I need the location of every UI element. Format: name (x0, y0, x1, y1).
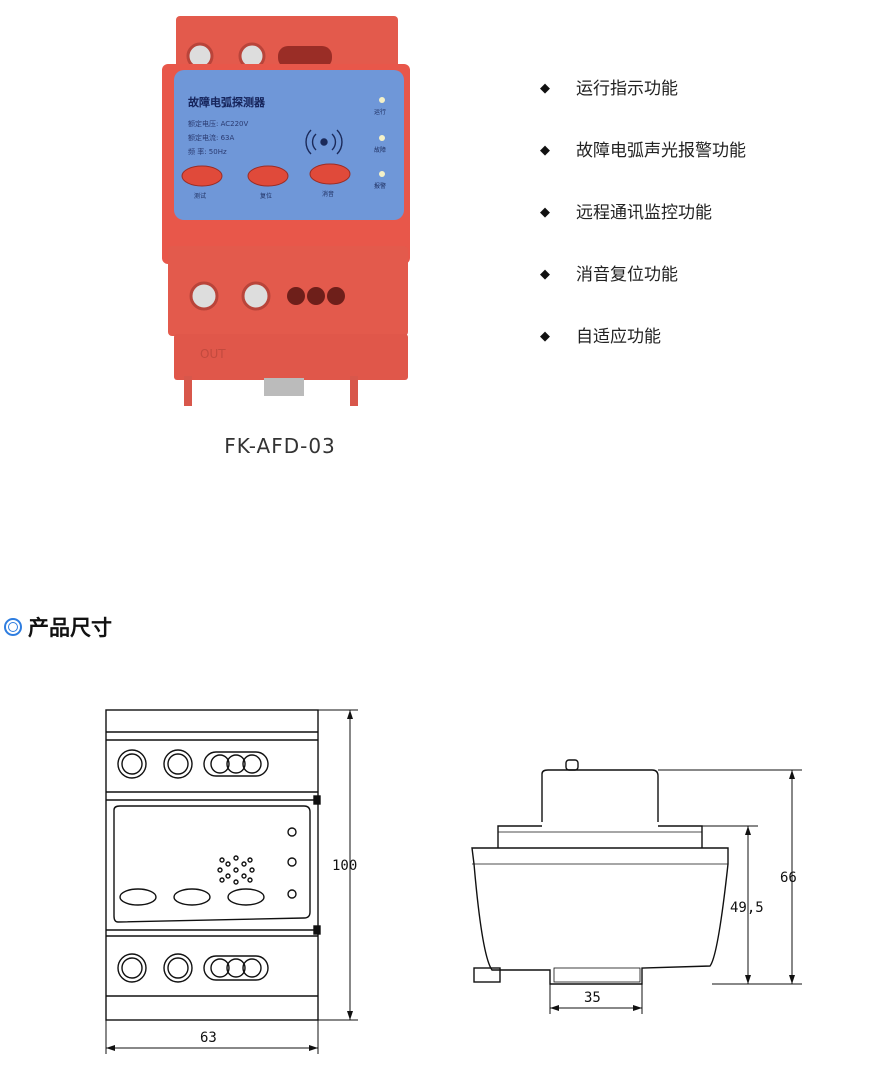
feature-text: 运行指示功能 (576, 79, 678, 99)
speaker-icon (305, 129, 343, 155)
front-panel (174, 70, 404, 220)
out-label: OUT (200, 347, 226, 361)
feature-text: 故障电弧声光报警功能 (576, 141, 746, 161)
panel-spec-voltage: 额定电压: AC220V (188, 119, 248, 128)
panel-title: 故障电弧探测器 (188, 95, 266, 109)
list-item: ◆ 远程通讯监控功能 (540, 200, 746, 262)
front-panel-outline (113, 805, 311, 923)
terminal-screw-icon (189, 281, 219, 311)
list-item: ◆ 故障电弧声光报警功能 (540, 138, 746, 200)
reset-button[interactable] (247, 165, 289, 187)
double-circle-icon (4, 618, 22, 636)
upper-terminal-block (176, 16, 398, 74)
list-item: ◆ 运行指示功能 (540, 76, 746, 138)
alarm-led-icon (379, 171, 385, 177)
wire-port-icon (287, 287, 345, 305)
lower-terminal-block (168, 246, 408, 336)
feature-list: ◆ 运行指示功能 ◆ 故障电弧声光报警功能 ◆ 远程通讯监控功能 ◆ 消音复位功能 ◆ 自… (540, 76, 746, 386)
device-photo: 故障电弧探测器 额定电压: AC220V 额定电流: 63A 频 率: 50Hz… (162, 16, 410, 406)
dimension-total-height-label: 66 (780, 870, 797, 886)
device-base (174, 334, 408, 380)
feature-text: 消音复位功能 (576, 265, 678, 285)
base-clip (184, 376, 192, 406)
speaker-icon (217, 855, 255, 885)
side-top-outline (541, 769, 659, 822)
dimension-rail-width-label: 35 (584, 990, 601, 1006)
front-view-drawing: 100 63 (105, 709, 358, 1054)
diamond-bullet-icon: ◆ (540, 267, 550, 282)
led-label-fault: 故障 (374, 146, 386, 154)
model-label: FK-AFD-03 (224, 434, 336, 458)
diamond-bullet-icon: ◆ (540, 205, 550, 220)
diamond-bullet-icon: ◆ (540, 143, 550, 158)
feature-text: 自适应功能 (576, 327, 661, 347)
panel-spec-frequency: 频 率: 50Hz (188, 147, 227, 156)
reset-button-label: 复位 (260, 192, 272, 200)
side-body-outline (471, 847, 729, 985)
terminal-screw-icon (241, 281, 271, 311)
feature-text: 远程通讯监控功能 (576, 203, 712, 223)
mute-button-label: 消音 (322, 190, 334, 198)
dimension-body-height-label: 49,5 (730, 900, 764, 916)
din-rail-clip (264, 378, 304, 396)
test-button[interactable] (181, 165, 223, 187)
section-heading: 产品尺寸 (4, 612, 112, 642)
list-item: ◆ 自适应功能 (540, 324, 746, 386)
fault-led-icon (379, 135, 385, 141)
test-button-label: 测试 (194, 192, 206, 200)
led-label-run: 运行 (374, 108, 386, 116)
dimension-height-label: 100 (332, 858, 357, 874)
run-led-icon (379, 97, 385, 103)
list-item: ◆ 消音复位功能 (540, 262, 746, 324)
section-title-text: 产品尺寸 (28, 616, 112, 640)
front-outline (105, 709, 319, 1021)
led-label-alarm: 报警 (374, 182, 386, 190)
side-view-drawing: 66 49,5 35 (471, 759, 802, 1014)
panel-spec-current: 额定电流: 63A (188, 133, 234, 142)
diamond-bullet-icon: ◆ (540, 81, 550, 96)
base-clip (350, 376, 358, 406)
wire-port-icon (278, 46, 332, 68)
dimension-width-label: 63 (200, 1030, 217, 1046)
mute-button[interactable] (309, 163, 351, 185)
diamond-bullet-icon: ◆ (540, 329, 550, 344)
